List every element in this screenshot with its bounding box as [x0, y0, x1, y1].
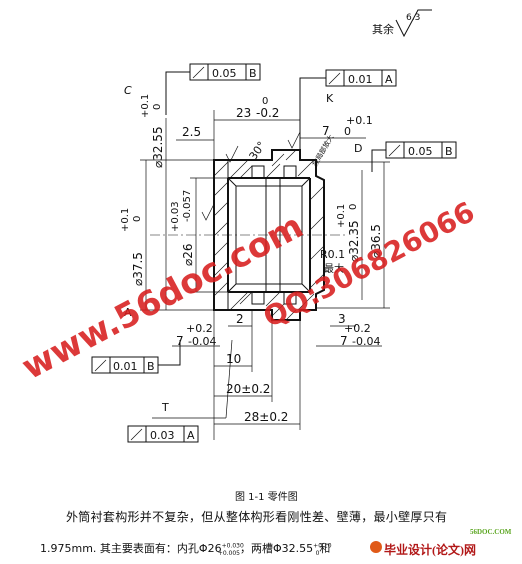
figure-caption: 图 1-1 零件图: [235, 492, 298, 503]
roughness-symbol-general: 6.3: [395, 9, 432, 38]
dim-7-right: 7 -0.04 +0.2: [316, 322, 382, 348]
svg-text:B: B: [249, 67, 257, 80]
svg-text:+0.2: +0.2: [344, 322, 371, 335]
svg-text:⌀26: ⌀26: [181, 244, 195, 267]
svg-text:0: 0: [348, 204, 359, 210]
svg-text:+0.1: +0.1: [140, 94, 151, 118]
tolerance-frame-2: 0.01 A: [299, 69, 397, 150]
tolerance-frame-5: 0.03 A: [127, 425, 199, 443]
svg-text:3: 3: [338, 312, 346, 326]
svg-text:10: 10: [226, 352, 241, 366]
svg-text:28±0.2: 28±0.2: [244, 410, 288, 424]
tolerance-frame-1: 0.05 B: [165, 63, 261, 115]
dim-phi-37-5: ⌀37.5 +0.1 0: [120, 159, 214, 311]
svg-text:0: 0: [132, 216, 143, 222]
dim-7-top: 7 0 +0.1: [300, 114, 373, 139]
svg-text:7: 7: [322, 124, 330, 138]
label-c: C: [124, 84, 132, 97]
label-k: K: [326, 92, 334, 105]
dim-20: 20±0.2: [214, 320, 273, 402]
site-small-logo: 56DOC.COM: [470, 528, 512, 536]
dim-2-5: 2.5: [176, 125, 214, 141]
svg-text:+0.2: +0.2: [186, 322, 213, 335]
svg-text:0: 0: [152, 104, 163, 110]
roughness-mark-3: [287, 131, 301, 149]
section-hatching: [213, 149, 325, 321]
svg-text:+0.1: +0.1: [120, 208, 131, 232]
svg-text:B: B: [147, 360, 155, 373]
svg-text:+0.03: +0.03: [170, 201, 181, 232]
caption-line-1: 外筒衬套构形并不复杂，但从整体构形看刚性差、壁薄，最小壁厚只有: [66, 510, 448, 524]
tolerance-frame-4: 0.01 B: [91, 340, 181, 374]
dim-7-left: 7 -0.04 +0.2: [172, 322, 220, 348]
svg-text:20±0.2: 20±0.2: [226, 382, 270, 396]
svg-text:23: 23: [236, 106, 251, 120]
dim-10: 10: [213, 310, 253, 440]
svg-text:2.5: 2.5: [182, 125, 201, 139]
svg-text:6.3: 6.3: [406, 13, 420, 23]
dim-2: 2: [228, 312, 252, 327]
svg-text:A: A: [187, 429, 195, 442]
label-t: T: [161, 401, 169, 414]
svg-text:0.01: 0.01: [348, 73, 373, 86]
dim-28: 28±0.2: [214, 320, 301, 430]
svg-text:⌀32.35: ⌀32.35: [347, 220, 361, 262]
svg-text:2: 2: [236, 312, 244, 326]
svg-text:0.01: 0.01: [113, 360, 138, 373]
svg-text:0.05: 0.05: [212, 67, 237, 80]
site-name: 毕业设计(论文)网: [384, 543, 476, 557]
caption-line-2: 1.975mm. 其主要表面有：内孔Φ26+0.030+0.005，两槽Φ32.…: [40, 542, 332, 558]
label-a: A: [124, 306, 132, 319]
svg-text:-0.04: -0.04: [188, 335, 216, 348]
svg-text:⌀37.5: ⌀37.5: [131, 252, 145, 286]
svg-text:⌀32.55: ⌀32.55: [151, 126, 165, 168]
dim-phi-32-55: ⌀32.55 +0.1 0: [140, 94, 167, 310]
svg-text:0: 0: [344, 125, 351, 138]
dim-3: 3: [330, 312, 356, 327]
dim-phi-36-5: ⌀36.5: [316, 161, 390, 309]
svg-text:+0.1: +0.1: [346, 114, 373, 127]
svg-text:www.56doc.com: www.56doc.com: [15, 206, 309, 388]
svg-text:7: 7: [176, 334, 184, 348]
svg-text:0.05: 0.05: [408, 145, 433, 158]
svg-text:A: A: [385, 73, 393, 86]
svg-text:B: B: [445, 145, 453, 158]
svg-text:+0.1: +0.1: [336, 204, 347, 228]
svg-text:0.03: 0.03: [150, 429, 175, 442]
svg-text:-0.057: -0.057: [182, 190, 193, 222]
site-logo-icon: [370, 541, 382, 553]
roughness-mark-1: [225, 145, 239, 163]
surface-note: 其余: [372, 22, 394, 36]
zuida-label: 最大: [324, 262, 344, 275]
label-d: D: [354, 142, 362, 155]
dim-phi-32-35: ⌀32.35 +0.1 0: [336, 170, 363, 300]
dim-23: 23 -0.2 0: [213, 96, 301, 160]
roughness-mark-2: [201, 203, 215, 221]
svg-text:-0.2: -0.2: [256, 106, 279, 120]
svg-text:0: 0: [262, 96, 268, 107]
svg-text:7: 7: [340, 334, 348, 348]
svg-text:⌀36.5: ⌀36.5: [369, 224, 383, 258]
r-label: R0.1: [320, 248, 345, 261]
part-section: [213, 149, 325, 321]
svg-text:-0.04: -0.04: [352, 335, 380, 348]
dim-phi-26: ⌀26 +0.03 -0.057: [170, 177, 228, 293]
tolerance-frame-3: 0.05 B: [371, 141, 457, 172]
